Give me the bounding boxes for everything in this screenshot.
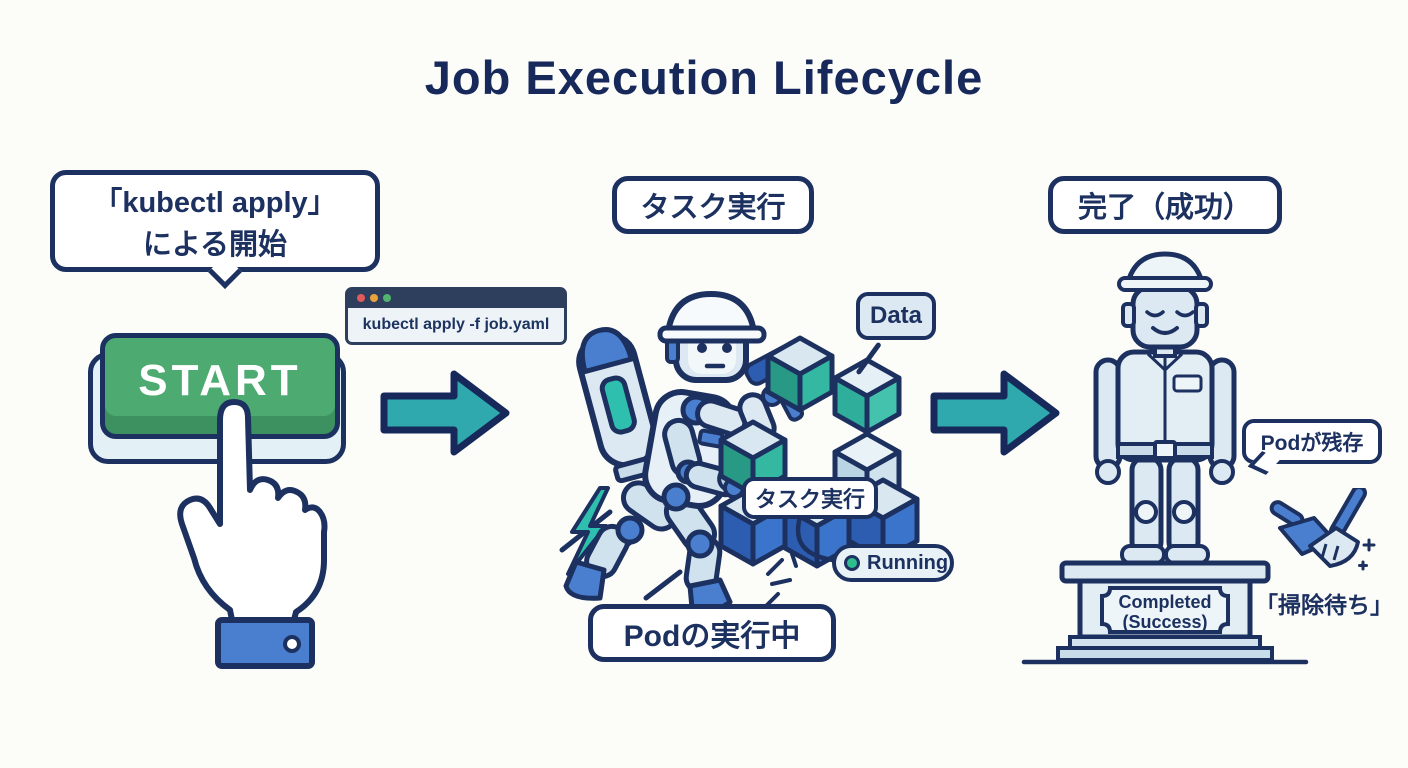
data-label-text: Data: [869, 302, 923, 329]
worker-statue-illustration: Completed (Success): [1021, 251, 1309, 665]
pointing-hand-icon: [177, 399, 328, 669]
statue-torso: [1115, 349, 1215, 463]
terminal-command: kubectl apply -f job.yaml: [345, 308, 567, 345]
start-button-label: START: [138, 356, 302, 405]
pod-remains-text: Podが残存: [1260, 431, 1364, 455]
block-task-label: タスク実行: [742, 477, 878, 519]
status-connector-line: [795, 515, 843, 564]
flow-arrow-icon-1: [380, 370, 510, 456]
robot-front-leg: [663, 492, 733, 612]
statue-head: [1117, 251, 1213, 358]
flow-arrow-icon-2: [930, 370, 1060, 456]
terminal-dot-green: [383, 293, 391, 302]
running-status-badge: Running: [832, 544, 954, 582]
completed-label: 完了（成功）: [1048, 176, 1282, 234]
terminal-titlebar: [345, 287, 567, 308]
teal-cube: [832, 357, 902, 435]
robot-head: [657, 291, 767, 383]
statue-hard-hat-icon: [1125, 251, 1205, 285]
teal-cube: [765, 335, 835, 413]
status-dot-icon: [844, 555, 860, 571]
task-exec-label: タスク実行: [612, 176, 814, 234]
running-status-text: Running: [867, 551, 949, 574]
page-title: Job Execution Lifecycle: [424, 51, 984, 104]
plaque: [1100, 586, 1230, 634]
completed-text: 完了（成功）: [1077, 192, 1252, 224]
cleanup-waiting-text: 「掃除待ち」: [1255, 592, 1393, 618]
plaque-line2: (Success): [1122, 612, 1207, 632]
terminal-dot-red: [357, 293, 365, 302]
task-exec-text: タスク実行: [640, 192, 786, 224]
brush: [1308, 488, 1367, 568]
statue-pedestal: Completed (Success): [1056, 560, 1274, 662]
pod-remains-bubble: Podが残存: [1242, 419, 1382, 475]
jetpack: [576, 327, 659, 484]
plaque-line1: Completed: [1118, 592, 1211, 612]
pod-running-text: Podの実行中: [623, 620, 801, 653]
data-label: Data: [856, 292, 936, 340]
start-speech-bubble: 「kubectl apply」 による開始: [50, 170, 380, 289]
robot-back-leg: [563, 480, 679, 601]
start-bubble-line1: 「kubectl apply」: [93, 187, 337, 219]
terminal-dot-yellow: [370, 293, 378, 302]
hard-hat-icon: [665, 291, 757, 335]
sparkle-icons: [1358, 538, 1376, 571]
terminal-window-icon: kubectl apply -f job.yaml: [345, 287, 567, 345]
block-task-text: タスク実行: [754, 487, 865, 512]
sleeve-cuff: [215, 617, 315, 669]
jet-flame-icon: [566, 486, 610, 576]
start-bubble-line2: による開始: [142, 229, 288, 261]
broom-dustpan-icon: [1269, 488, 1376, 571]
pod-running-label: Podの実行中: [588, 604, 836, 662]
